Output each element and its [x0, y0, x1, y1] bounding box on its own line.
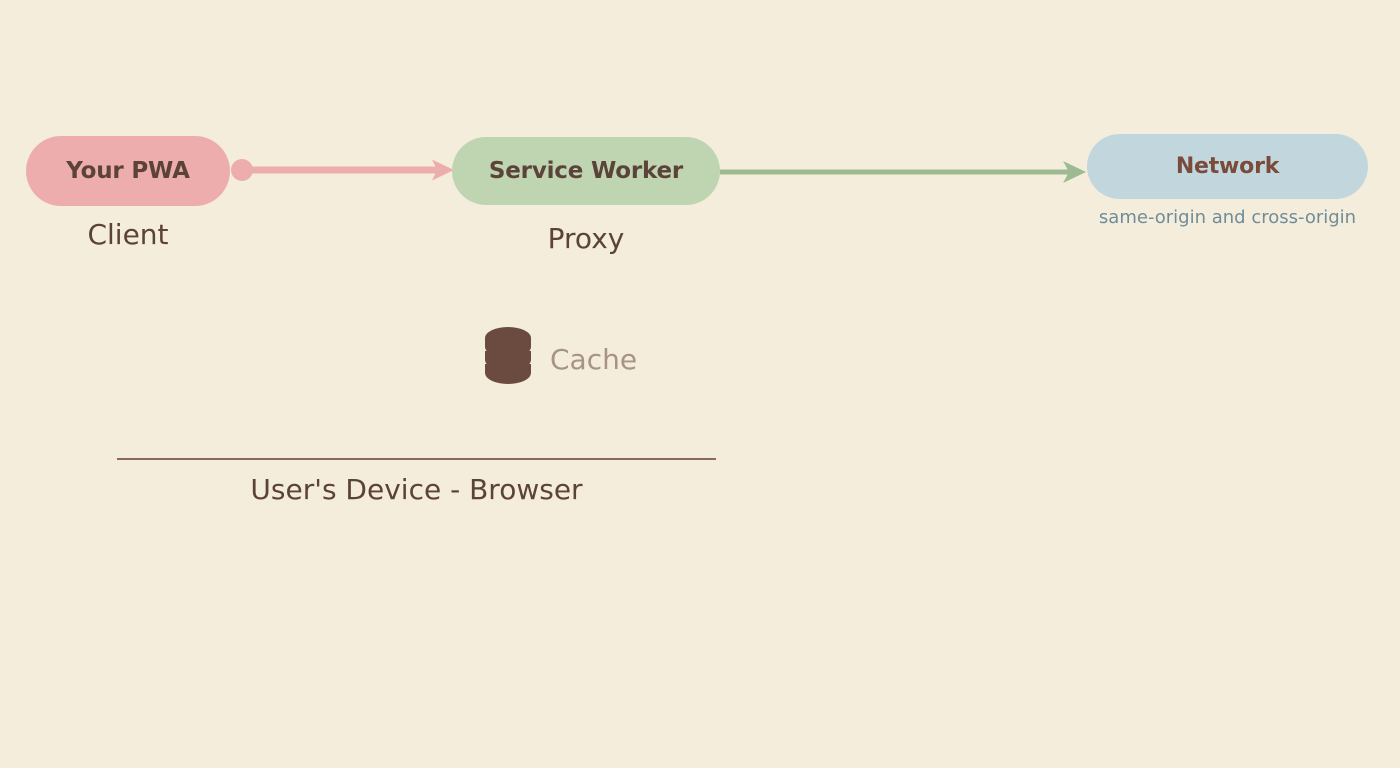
arrowhead-icon — [1063, 161, 1086, 183]
edge-start-dot-icon — [231, 159, 253, 181]
node-network-caption: same-origin and cross-origin — [1098, 207, 1357, 228]
edge-pwa-to-service-worker — [231, 159, 454, 181]
device-boundary-label: User's Device - Browser — [250, 473, 583, 506]
device-boundary-divider — [117, 458, 716, 460]
node-service-worker-label: Service Worker — [488, 158, 684, 184]
node-your-pwa-label: Your PWA — [66, 158, 190, 184]
node-network-label: Network — [1175, 154, 1280, 179]
node-your-pwa[interactable]: Your PWA — [26, 136, 230, 206]
edge-service-worker-to-network — [720, 161, 1086, 183]
node-your-pwa-caption: Client — [87, 218, 169, 251]
database-cylinder-icon — [485, 327, 531, 384]
node-network[interactable]: Network — [1087, 134, 1368, 199]
cache-storage-group[interactable]: Cache — [484, 326, 637, 388]
node-service-worker-caption: Proxy — [547, 222, 625, 255]
node-service-worker[interactable]: Service Worker — [452, 137, 720, 205]
arrowhead-icon — [432, 159, 454, 181]
cache-label: Cache — [550, 342, 638, 376]
